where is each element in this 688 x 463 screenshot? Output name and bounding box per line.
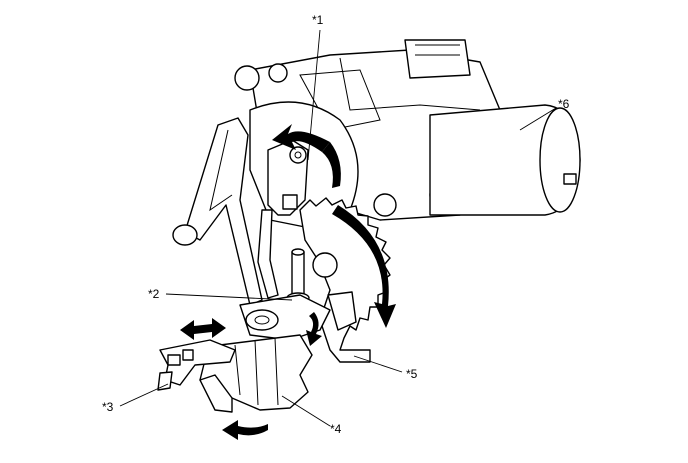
side-bracket: [157, 339, 236, 391]
pivot-arrow-small: [306, 312, 322, 346]
leader-6: [519, 107, 557, 131]
leader-2: [165, 293, 293, 301]
link-bracket: [257, 139, 309, 299]
lever-arm: [172, 117, 263, 306]
leader-5: [353, 355, 403, 373]
rotation-arrow-top: [272, 124, 341, 188]
leader-1: [307, 29, 321, 161]
callout-4: *4: [330, 422, 342, 436]
callout-6: *6: [558, 97, 570, 111]
leader-4: [281, 395, 331, 427]
double-arrow-left: [180, 318, 226, 340]
callout-5: *5: [406, 367, 418, 381]
leader-3: [119, 383, 169, 407]
callout-3: *3: [102, 400, 114, 414]
rotation-arrow-gear: [332, 205, 396, 328]
callout-2: *2: [148, 287, 160, 301]
rotation-arrow-bottom: [222, 420, 268, 440]
motor: [429, 104, 581, 216]
callout-1: *1: [312, 13, 324, 27]
